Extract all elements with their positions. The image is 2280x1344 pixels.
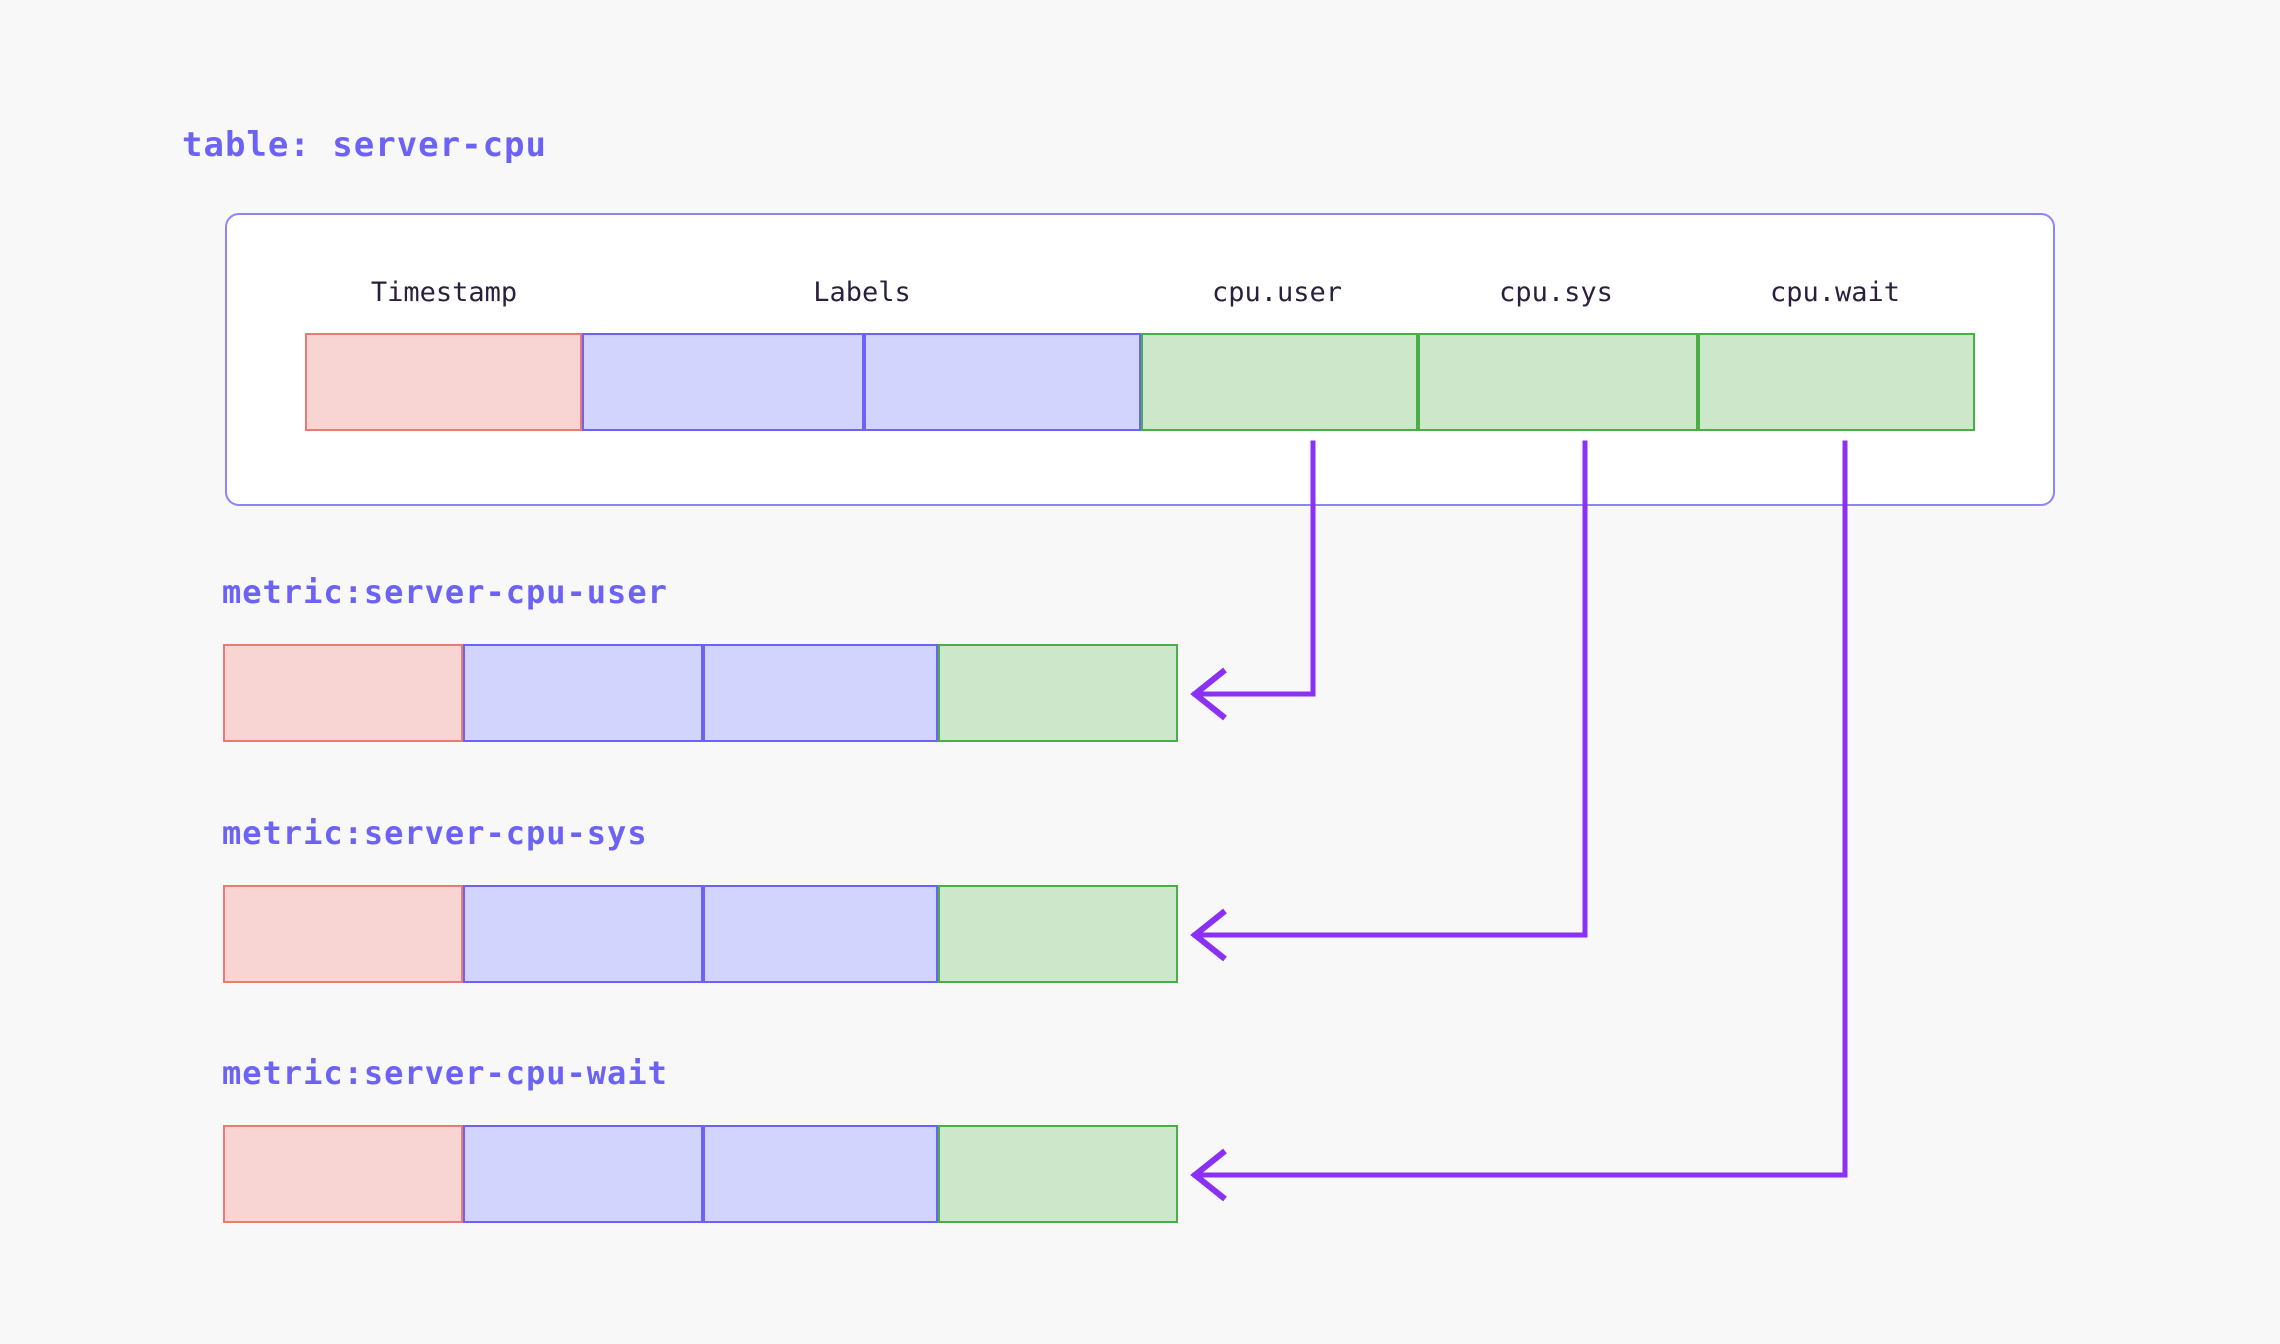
metric-1-cell-value-3	[938, 885, 1178, 983]
metric-title-2: metric:server-cpu-wait	[222, 1054, 668, 1092]
table-cell-value-4	[1418, 333, 1698, 431]
metric-0-cell-value-3	[938, 644, 1178, 742]
arrow-cpu-sys	[1190, 440, 1588, 962]
metric-1-cell-label-1	[463, 885, 703, 983]
metric-0-cell-timestamp-0	[223, 644, 463, 742]
metric-2-cell-label-2	[703, 1125, 938, 1223]
metric-0-cell-label-2	[703, 644, 938, 742]
table-cell-value-3	[1141, 333, 1418, 431]
column-header-cpu-user: cpu.user	[1211, 277, 1343, 308]
metric-1-cell-timestamp-0	[223, 885, 463, 983]
table-title: table: server-cpu	[182, 125, 547, 165]
metric-0-cell-label-1	[463, 644, 703, 742]
metric-title-1: metric:server-cpu-sys	[222, 814, 648, 852]
column-header-Timestamp: Timestamp	[370, 277, 518, 308]
metric-2-cell-value-3	[938, 1125, 1178, 1223]
table-cell-label-2	[864, 333, 1141, 431]
table-cell-timestamp-0	[305, 333, 582, 431]
arrow-cpu-wait	[1190, 440, 1848, 1202]
metric-2-cell-label-1	[463, 1125, 703, 1223]
metric-2-cell-timestamp-0	[223, 1125, 463, 1223]
metric-title-0: metric:server-cpu-user	[222, 573, 668, 611]
metric-1-cell-label-2	[703, 885, 938, 983]
column-header-cpu-sys: cpu.sys	[1499, 277, 1613, 308]
table-cell-value-5	[1698, 333, 1975, 431]
column-header-cpu-wait: cpu.wait	[1769, 277, 1901, 308]
column-header-Labels: Labels	[813, 277, 911, 308]
table-cell-label-1	[582, 333, 864, 431]
